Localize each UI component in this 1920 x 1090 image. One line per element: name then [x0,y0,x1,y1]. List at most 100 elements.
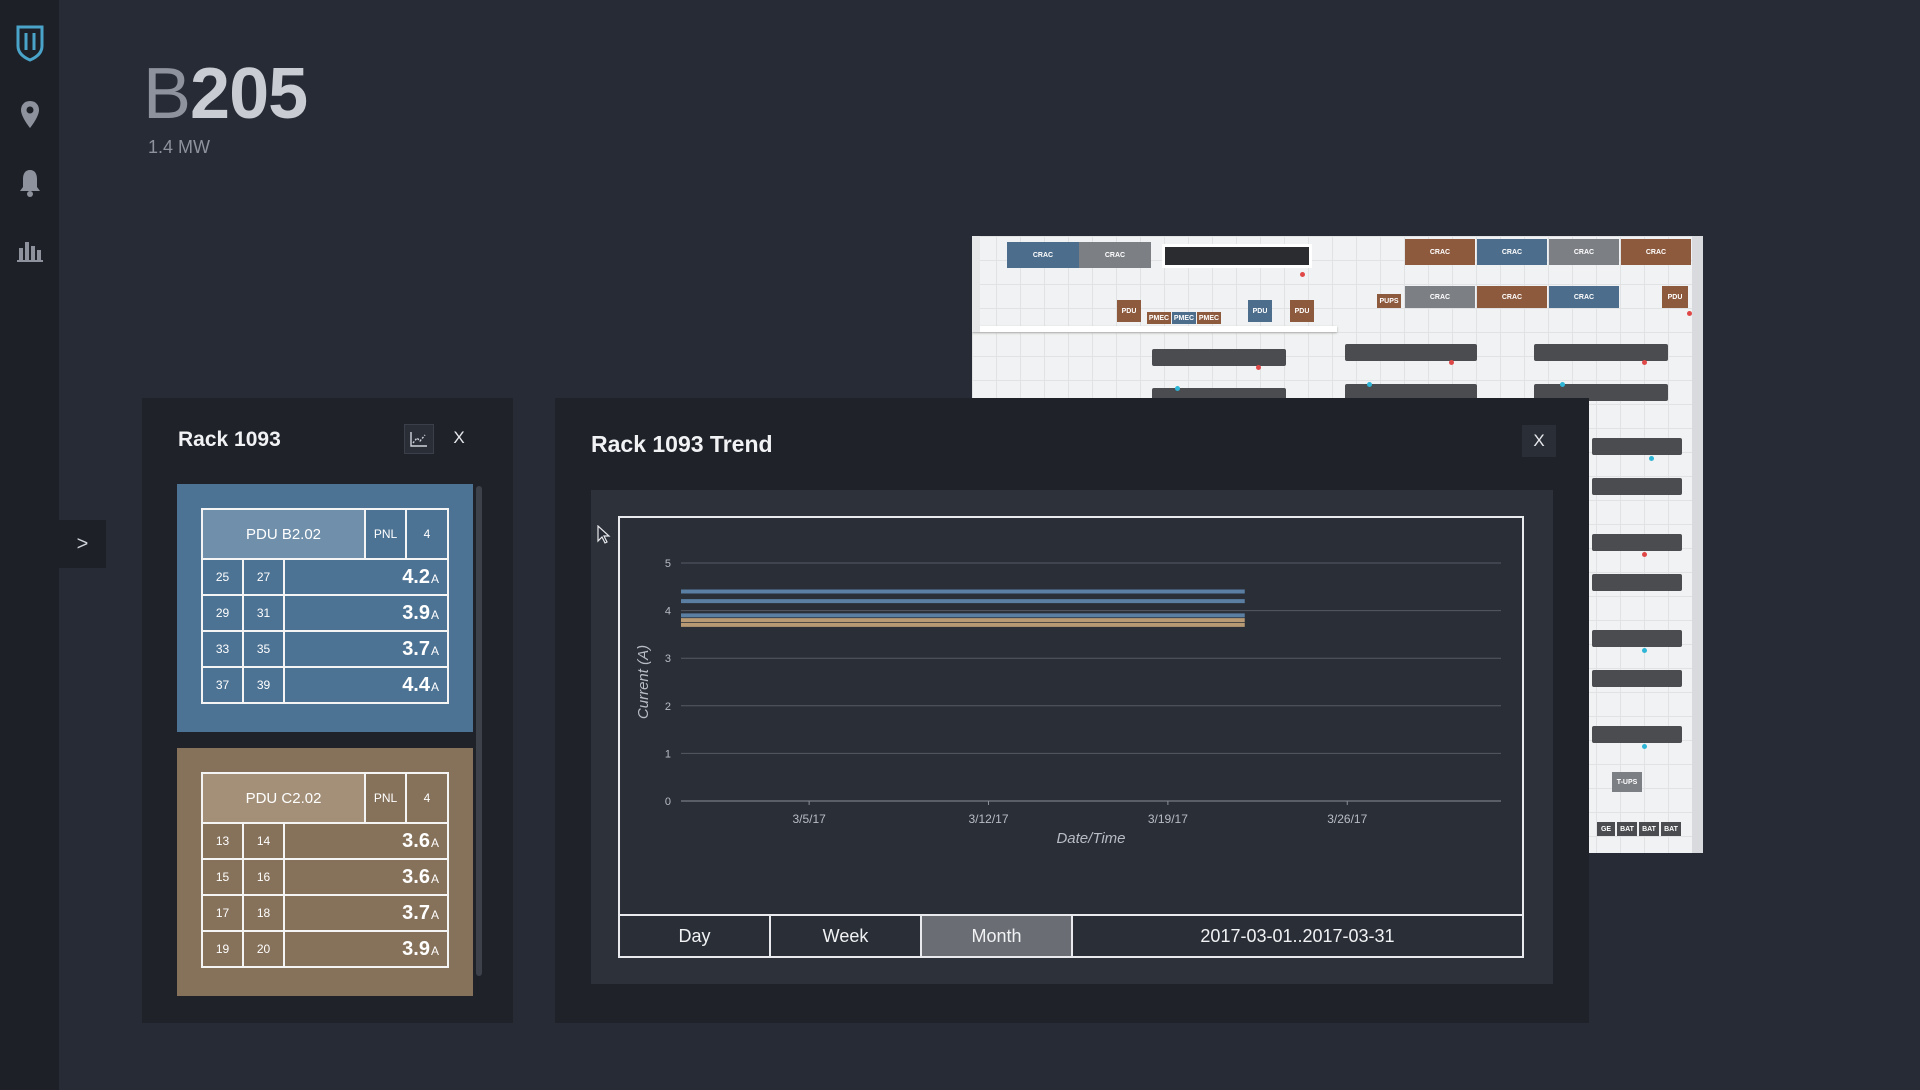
range-day-button[interactable]: Day [620,916,771,956]
sensor-dot[interactable] [1449,360,1454,365]
pdu-circuit-row[interactable]: 25 27 4.2A [201,558,450,596]
rack-row[interactable] [1592,478,1682,495]
site-prefix: B [143,54,191,134]
current-unit: A [431,571,440,586]
rack-row[interactable] [1534,344,1668,361]
rack-row[interactable] [1592,438,1682,455]
rack-row[interactable] [1592,574,1682,591]
sensor-dot[interactable] [1687,311,1692,316]
crac-unit[interactable]: CRAC [1549,239,1619,265]
range-month-button[interactable]: Month [922,916,1073,956]
rack-row[interactable] [1152,349,1286,366]
crac-unit[interactable]: CRAC [1007,242,1079,268]
battery-unit[interactable]: GE [1597,822,1615,836]
current-unit: A [430,835,439,850]
pdu-pnl-label: PNL [364,508,408,560]
rack-row[interactable] [1345,344,1477,361]
crac-unit[interactable]: CRAC [1405,286,1475,308]
rack-row[interactable] [1592,630,1682,647]
rack-row[interactable] [1534,384,1668,401]
circuit-b: 31 [242,594,285,632]
bell-icon[interactable] [0,168,59,198]
circuit-b: 14 [242,822,285,860]
pdu-circuit-row[interactable]: 13 14 3.6A [201,822,449,860]
pdu-unit[interactable]: PDU [1117,300,1141,322]
circuit-b: 27 [242,558,285,596]
x-tick-label: 3/19/17 [1148,812,1188,826]
pdu-circuit-row[interactable]: 15 16 3.6A [201,858,449,896]
y-tick-label: 0 [665,796,671,808]
crac-unit[interactable]: CRAC [1549,286,1619,308]
rack-row[interactable] [1592,726,1682,743]
sensor-dot[interactable] [1642,744,1647,749]
x-axis-label: Date/Time [1056,830,1125,847]
trend-panel-close-button[interactable]: X [1522,425,1556,457]
crac-unit[interactable]: CRAC [1477,286,1547,308]
y-tick-label: 2 [665,701,671,713]
pmec-unit[interactable]: PMEC [1197,312,1221,324]
pdu-circuit-row[interactable]: 33 35 3.7A [201,630,450,668]
sensor-dot[interactable] [1367,382,1372,387]
sensor-dot[interactable] [1175,386,1180,391]
battery-unit[interactable]: BAT [1617,822,1637,836]
expand-panel-button[interactable]: > [59,520,106,568]
floor-wall [972,236,980,332]
sidebar [0,0,59,1090]
shield-logo-icon[interactable] [0,24,59,62]
range-selector: Day Week Month 2017-03-01..2017-03-31 [618,914,1524,958]
circuit-a: 25 [201,558,244,596]
bar-chart-icon[interactable] [0,236,59,262]
circuit-current: 4.4A [282,666,450,704]
pdu-circuit-row[interactable]: 17 18 3.7A [201,894,449,932]
pmec-unit[interactable]: PMEC [1172,312,1196,324]
pups-unit[interactable]: PUPS [1377,294,1401,308]
sensor-dot[interactable] [1560,382,1565,387]
current-unit: A [430,871,439,886]
pdu-circuit-row[interactable]: 29 31 3.9A [201,594,450,632]
battery-unit[interactable]: BAT [1661,822,1681,836]
rack-row[interactable] [1592,534,1682,551]
x-tick-label: 3/5/17 [792,812,826,826]
date-range-field[interactable]: 2017-03-01..2017-03-31 [1073,916,1522,956]
circuit-a: 19 [201,930,244,968]
crac-unit[interactable]: CRAC [1477,239,1547,265]
x-tick-label: 3/26/17 [1327,812,1367,826]
current-unit: A [431,679,440,694]
range-week-button[interactable]: Week [771,916,922,956]
sensor-dot[interactable] [1642,648,1647,653]
sensor-dot[interactable] [1300,272,1305,277]
pdu-unit[interactable]: PDU [1662,286,1688,308]
location-pin-icon[interactable] [0,100,59,130]
pdu-pnl-number: 4 [405,508,450,560]
pdu-unit[interactable]: PDU [1290,300,1314,322]
rack-row[interactable] [1345,384,1477,401]
sensor-dot[interactable] [1649,456,1654,461]
tups-unit[interactable]: T-UPS [1612,772,1642,792]
mouse-cursor-icon [597,524,611,550]
sensor-dot[interactable] [1256,365,1261,370]
pdu-unit[interactable]: PDU [1248,300,1272,322]
circuit-current: 4.2A [282,558,450,596]
rack-row[interactable] [1592,670,1682,687]
circuit-current: 3.6A [283,858,449,896]
sensor-dot[interactable] [1642,360,1647,365]
circuit-current: 3.6A [283,822,449,860]
crac-unit[interactable]: CRAC [1405,239,1475,265]
trend-chart-icon[interactable] [404,424,434,454]
sensor-dot[interactable] [1642,552,1647,557]
floor-wall [1692,236,1703,853]
crac-unit[interactable]: CRAC [1079,242,1151,268]
rack-panel-close-button[interactable]: X [453,428,465,447]
crac-unit[interactable]: CRAC [1621,239,1691,265]
pdu-circuit-row[interactable]: 37 39 4.4A [201,666,450,704]
y-tick-label: 4 [665,606,671,618]
pdu-name: PDU C2.02 [201,772,366,824]
pdu-circuit-row[interactable]: 19 20 3.9A [201,930,449,968]
rack-panel-scrollbar[interactable] [476,486,482,976]
current-unit: A [431,607,440,622]
battery-unit[interactable]: BAT [1639,822,1659,836]
y-tick-label: 5 [665,558,671,570]
pmec-unit[interactable]: PMEC [1147,312,1171,324]
